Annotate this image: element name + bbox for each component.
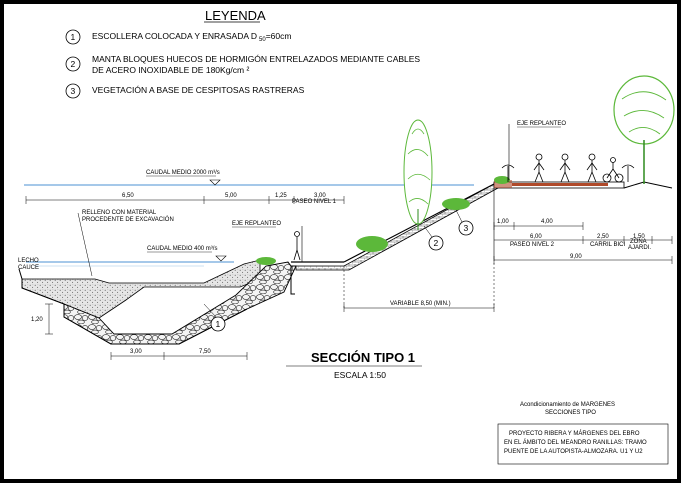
label-cauce: CAUCE <box>18 265 39 271</box>
title-block-line1: Acondicionamiento de MARGENES <box>520 402 615 408</box>
embankment-line <box>290 266 295 295</box>
big-tree-texture <box>621 91 667 135</box>
paseo-paving <box>512 183 608 186</box>
right-bank-line <box>623 181 673 189</box>
callout-1-leader <box>203 303 217 318</box>
figures <box>293 153 635 261</box>
shrub-left <box>256 257 276 265</box>
water-marker-400 <box>215 255 227 262</box>
title-block-box-line1: PROYECTO RIBERA Y MÁRGENES DEL EBRO <box>509 430 640 437</box>
person-right <box>586 153 598 183</box>
label-paseo-nivel-1: PASEO NIVEL 1 <box>292 199 337 205</box>
callout-3-num: 3 <box>464 223 469 233</box>
water-marker-2000 <box>209 179 221 186</box>
callout-2 <box>428 235 444 251</box>
dim-650: 6,50 <box>122 193 134 199</box>
section-title-block: SECCIÓN TIPO 1 ESCALA 1:50 <box>286 350 422 380</box>
label-carril-bici: CARRIL BICI <box>590 242 625 248</box>
legend-item-1-sub: 50 <box>259 37 266 43</box>
water-levels: CAUDAL MEDIO 2000 m³/s CAUDAL MEDIO 400 … <box>24 170 474 267</box>
label-eje-replanteo-1: EJE REPLANTEO <box>232 221 281 227</box>
title-block-box-line3: PUENTE DE LA AUTOPISTA-ALMOZARA. U1 Y U2 <box>504 449 643 455</box>
channel-section <box>18 180 673 345</box>
dimension-texts: 6,50 5,00 1,25 3,00 1,20 3,00 7,50 VARIA… <box>31 193 645 355</box>
lamp-left <box>501 164 515 182</box>
cross-section-drawing: LEYENDA 1 ESCOLLERA COLOCADA Y ENRASADA … <box>18 8 675 465</box>
legend-marker-2 <box>65 56 81 72</box>
dim-100: 1,00 <box>497 219 509 225</box>
dim-120: 1,20 <box>31 317 43 323</box>
dim-900: 9,00 <box>570 254 582 260</box>
dimensions <box>25 196 673 360</box>
shrub-upper <box>442 198 470 210</box>
shrub-top <box>494 176 510 184</box>
callout-1-num: 1 <box>216 319 221 329</box>
callout-3-leader <box>455 209 463 223</box>
legend-num-1: 1 <box>71 32 76 42</box>
cyclist <box>602 157 624 183</box>
shrub-mid <box>356 236 388 252</box>
label-ajardi: AJARDI. <box>628 245 651 251</box>
relleno-leader <box>77 212 93 277</box>
paseo-edge <box>494 180 512 188</box>
person-middle <box>559 153 571 183</box>
label-eje-replanteo-2: EJE REPLANTEO <box>517 121 566 127</box>
callout-2-leader <box>423 225 433 238</box>
person-left <box>533 153 545 183</box>
label-caudal-2000: CAUDAL MEDIO 2000 m³/s <box>146 170 220 176</box>
tall-tree-crown <box>403 119 433 225</box>
dim-500: 5,00 <box>225 193 237 199</box>
dim-150: 1,50 <box>633 234 645 240</box>
dim-300-bot: 3,00 <box>130 349 142 355</box>
lamp-right <box>621 164 635 182</box>
big-tree-crown <box>613 75 675 145</box>
label-zona: ZONA <box>630 239 647 245</box>
tall-tree-texture <box>407 128 431 205</box>
legend-num-2: 2 <box>71 59 76 69</box>
callout-2-num: 2 <box>434 238 439 248</box>
dim-400: 4,00 <box>541 219 553 225</box>
title-block: Acondicionamiento de MARGENES SECCIONES … <box>497 402 669 465</box>
paper: LEYENDA 1 ESCOLLERA COLOCADA Y ENRASADA … <box>4 4 677 479</box>
dim-250: 2,50 <box>597 234 609 240</box>
annotations: RELLENO CON MATERIAL PROCEDENTE DE EXCAV… <box>18 121 651 332</box>
legend: LEYENDA 1 ESCOLLERA COLOCADA Y ENRASADA … <box>65 8 420 99</box>
label-paseo-nivel-2: PASEO NIVEL 2 <box>510 242 555 248</box>
legend-item-2-line2: DE ACERO INOXIDABLE DE 180Kg/cm ² <box>92 65 249 75</box>
label-caudal-400: CAUDAL MEDIO 400 m³/s <box>147 246 217 252</box>
label-lecho: LECHO <box>18 258 39 264</box>
legend-title: LEYENDA <box>205 8 266 23</box>
left-bank-line <box>18 268 248 345</box>
dim-variable: VARIABLE 8,50 (MIN.) <box>390 301 451 307</box>
title-block-box-line2: EN EL ÁMBITO DEL MEANDRO RANILLAS: TRAMO <box>504 439 647 446</box>
legend-item-1-after: =60cm <box>266 31 292 41</box>
dim-125: 1,25 <box>275 193 287 199</box>
dim-750: 7,50 <box>199 349 211 355</box>
section-scale: ESCALA 1:50 <box>334 370 386 380</box>
callout-1 <box>210 316 226 332</box>
callout-3 <box>458 220 474 236</box>
surveyor-figure <box>293 231 301 261</box>
section-title: SECCIÓN TIPO 1 <box>311 350 415 365</box>
dim-300-top: 3,00 <box>314 193 326 199</box>
legend-marker-1 <box>65 29 81 45</box>
legend-item-1-text: ESCOLLERA COLOCADA Y ENRASADA D <box>92 31 257 41</box>
vegetation <box>256 75 675 265</box>
axis-lines <box>301 124 510 262</box>
legend-marker-3 <box>65 83 81 99</box>
legend-item-3: VEGETACIÓN A BASE DE CESPITOSAS RASTRERA… <box>92 85 305 95</box>
legend-num-3: 3 <box>71 86 76 96</box>
label-relleno-2: PROCEDENTE DE EXCAVACIÓN <box>82 216 174 223</box>
title-block-line2: SECCIONES TIPO <box>545 410 596 416</box>
legend-item-2-line1: MANTA BLOQUES HUECOS DE HORMIGÓN ENTRELA… <box>92 54 420 64</box>
title-block-box <box>497 423 669 465</box>
label-relleno-1: RELLENO CON MATERIAL <box>82 210 157 216</box>
dim-600: 6,00 <box>530 234 542 240</box>
